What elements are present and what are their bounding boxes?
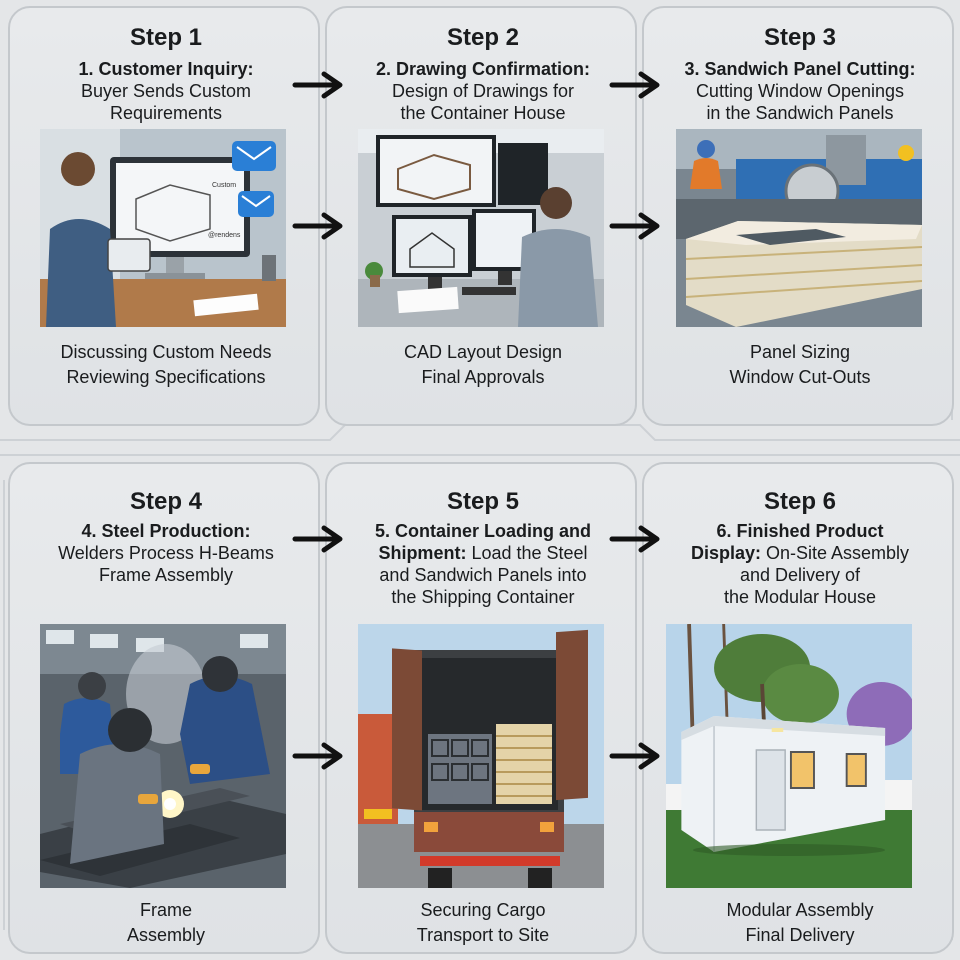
step-2-line-1: Design of Drawings for <box>391 81 575 101</box>
step-5-description: 5. Container Loading and Shipment: Load … <box>327 520 639 608</box>
screen-label-custom: Custom <box>212 182 236 189</box>
step-6-caption-line-1: Modular Assembly <box>726 900 874 920</box>
step-2-image <box>358 129 604 327</box>
step-4-heading: 4. Steel Production: <box>81 521 251 541</box>
step-6-heading: 6. Finished Product <box>716 521 884 541</box>
step-4-panel: Step 4 4. Steel Production: Welders Proc… <box>8 462 320 954</box>
step-2-heading: 2. Drawing Confirmation: <box>375 59 590 79</box>
step-3-caption-line-2: Window Cut-Outs <box>729 367 871 387</box>
arrow-right-icon <box>292 211 346 241</box>
step-5-caption-line-1: Securing Cargo <box>420 900 546 920</box>
step-4-caption-line-1: Frame <box>139 900 192 920</box>
step-5-title: Step 5 <box>446 488 520 515</box>
step-6-description: 6. Finished Product Display: On-Site Ass… <box>644 520 956 608</box>
step-1-caption-line-1: Discussing Custom Needs <box>60 342 272 362</box>
arrow-right-icon <box>292 524 346 554</box>
step-5-line-3: the Shipping Container <box>391 587 575 607</box>
step-1-title: Step 1 <box>129 24 203 51</box>
arrow-right-icon <box>292 741 346 771</box>
step-5-heading: 5. Container Loading and <box>374 521 591 541</box>
arrow-right-icon <box>609 524 663 554</box>
step-3-line-1: Cutting Window Openings <box>695 81 905 101</box>
step-5-caption-line-2: Transport to Site <box>416 925 550 945</box>
screen-label-rendens: @rendens <box>208 232 241 239</box>
step-4-caption: Frame Assembly <box>10 898 322 948</box>
step-3-title: Step 3 <box>763 24 837 51</box>
arrow-right-icon <box>609 741 663 771</box>
arrow-right-icon <box>609 70 663 100</box>
step-4-line-2: Frame Assembly <box>98 565 234 585</box>
step-5-line-1: Load the Steel <box>466 543 588 563</box>
step-6-line-2: and Delivery of <box>739 565 861 585</box>
step-5-caption: Securing Cargo Transport to Site <box>327 898 639 948</box>
arrow-right-icon <box>609 211 663 241</box>
step-3-caption: Panel Sizing Window Cut-Outs <box>644 340 956 390</box>
step-3-image <box>676 129 922 327</box>
step-6-line-1: On-Site Assembly <box>760 543 910 563</box>
step-4-title: Step 4 <box>129 488 203 515</box>
step-1-caption: Discussing Custom Needs Reviewing Specif… <box>10 340 322 390</box>
step-5-line-2: and Sandwich Panels into <box>379 565 587 585</box>
step-1-image: Custom @rendens <box>40 129 286 327</box>
step-4-description: 4. Steel Production: Welders Process H-B… <box>10 520 322 586</box>
step-1-description: 1. Customer Inquiry: Buyer Sends Custom … <box>10 58 322 124</box>
step-3-line-2: in the Sandwich Panels <box>706 103 894 123</box>
step-1-line-2: Requirements <box>109 103 223 123</box>
step-2-title: Step 2 <box>446 24 520 51</box>
step-6-caption: Modular Assembly Final Delivery <box>644 898 956 948</box>
step-4-line-1: Welders Process H-Beams <box>58 543 274 563</box>
step-6-line-3: the Modular House <box>723 587 877 607</box>
step-2-caption-line-2: Final Approvals <box>421 367 545 387</box>
step-1-caption-line-2: Reviewing Specifications <box>66 367 266 387</box>
step-4-image <box>40 624 286 888</box>
step-3-heading: 3. Sandwich Panel Cutting: <box>684 59 916 79</box>
step-3-description: 3. Sandwich Panel Cutting: Cutting Windo… <box>644 58 956 124</box>
step-1-heading: 1. Customer Inquiry: <box>78 59 254 79</box>
step-4-caption-line-2: Assembly <box>126 925 206 945</box>
step-2-caption-line-1: CAD Layout Design <box>403 342 563 362</box>
step-2-description: 2. Drawing Confirmation: Design of Drawi… <box>327 58 639 124</box>
step-3-caption-line-1: Panel Sizing <box>749 342 851 362</box>
step-5-heading-2: Shipment: <box>378 543 467 563</box>
step-5-image <box>358 624 604 888</box>
step-5-panel: Step 5 5. Container Loading and Shipment… <box>325 462 637 954</box>
step-6-image <box>666 624 912 888</box>
step-6-panel: Step 6 6. Finished Product Display: On-S… <box>642 462 954 954</box>
step-1-line-1: Buyer Sends Custom <box>80 81 252 101</box>
step-3-panel: Step 3 3. Sandwich Panel Cutting: Cuttin… <box>642 6 954 426</box>
step-1-panel: Step 1 1. Customer Inquiry: Buyer Sends … <box>8 6 320 426</box>
step-2-caption: CAD Layout Design Final Approvals <box>327 340 639 390</box>
step-2-panel: Step 2 2. Drawing Confirmation: Design o… <box>325 6 637 426</box>
arrow-right-icon <box>292 70 346 100</box>
step-6-caption-line-2: Final Delivery <box>745 925 855 945</box>
step-6-title: Step 6 <box>763 488 837 515</box>
step-2-line-2: the Container House <box>400 103 566 123</box>
step-6-heading-2: Display: <box>690 543 761 563</box>
